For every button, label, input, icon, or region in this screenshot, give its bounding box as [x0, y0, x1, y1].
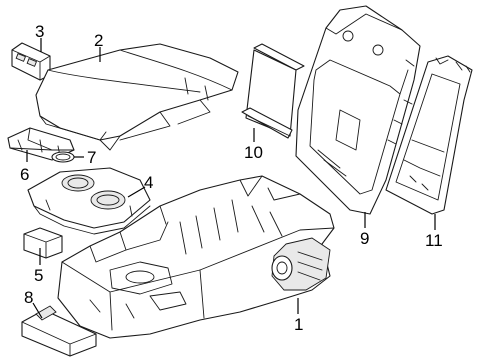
- callout-labels: 1 2 3 4 5 6 7 8 9 10 11: [20, 22, 443, 334]
- part-9-back-panel: [295, 5, 421, 215]
- callout-8: 8: [24, 288, 33, 307]
- leader-8: [32, 302, 43, 319]
- callout-6: 6: [20, 165, 29, 184]
- part-2-armrest-lid: [35, 43, 239, 151]
- callout-7: 7: [87, 148, 96, 167]
- part-4-cupholder: [27, 167, 151, 235]
- part-6-bracket: [7, 127, 75, 161]
- leader-lines: [26, 38, 436, 319]
- part-1-console-base: [57, 175, 335, 339]
- callout-9: 9: [360, 229, 369, 248]
- leader-4: [127, 186, 146, 198]
- part-10-panel: [241, 43, 305, 139]
- part-7-ring: [51, 151, 75, 163]
- callout-1: 1: [294, 315, 303, 334]
- part-11-frame: [385, 55, 473, 215]
- part-5-latch: [23, 227, 63, 259]
- callout-10: 10: [244, 143, 263, 162]
- callout-4: 4: [144, 173, 153, 192]
- callout-3: 3: [35, 22, 44, 41]
- callout-5: 5: [34, 266, 43, 285]
- callout-11: 11: [425, 231, 443, 250]
- callout-2: 2: [94, 31, 103, 50]
- part-3-switch: [11, 42, 51, 81]
